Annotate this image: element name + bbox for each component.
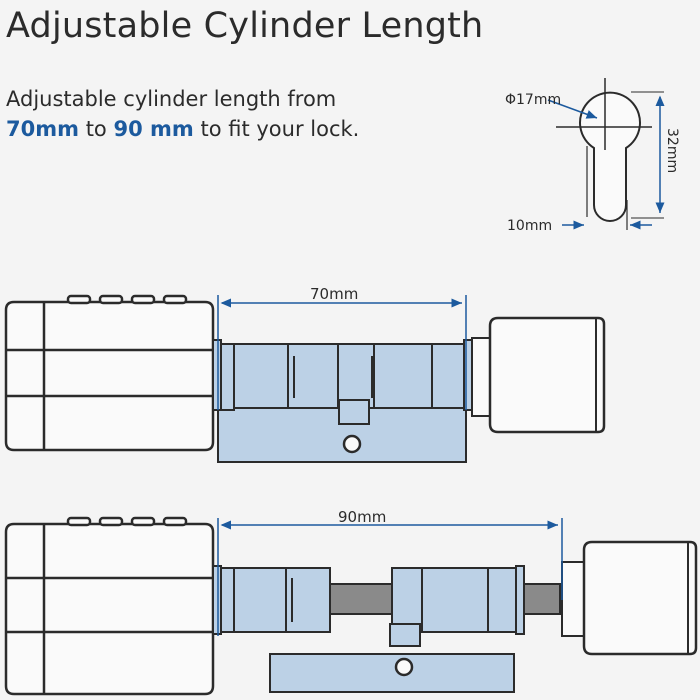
long-length-label: 90mm	[338, 508, 386, 526]
subtitle-tail: to fit your lock.	[200, 117, 360, 141]
cylinder-bottom	[269, 653, 515, 693]
subtitle-to: to	[85, 117, 107, 141]
keyhole-outline	[579, 91, 641, 222]
thumb-knob	[582, 540, 698, 656]
cylinder-short	[4, 294, 606, 463]
diameter-label: Φ17mm	[505, 92, 561, 108]
min-length: 70mm	[6, 117, 79, 141]
cylinder-long	[4, 516, 698, 696]
max-length: 90 mm	[113, 117, 194, 141]
page-title: Adjustable Cylinder Length	[6, 6, 484, 46]
subtitle: Adjustable cylinder length from 70mm to …	[6, 84, 359, 144]
smart-body	[4, 300, 215, 452]
smart-body	[4, 522, 215, 696]
width-label: 10mm	[507, 218, 552, 234]
height-label: 32mm	[664, 128, 680, 173]
short-length-label: 70mm	[310, 285, 358, 303]
profile-drawing	[547, 78, 665, 230]
subtitle-line1: Adjustable cylinder length from	[6, 87, 337, 111]
thumb-knob	[488, 316, 606, 434]
